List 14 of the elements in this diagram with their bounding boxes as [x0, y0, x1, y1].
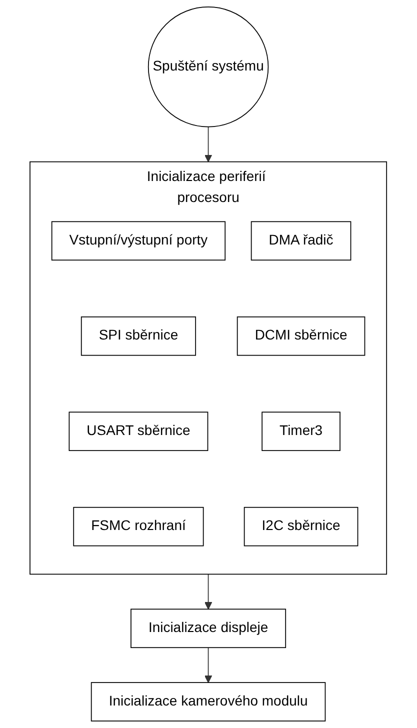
node-box: I2C sběrnice [244, 506, 358, 546]
node-box: Timer3 [262, 412, 341, 452]
node-circle: Spuštění systému [148, 6, 269, 128]
node-box: Inicializace kamerového modulu [91, 682, 326, 722]
node-box: Vstupní/výstupní porty [52, 221, 226, 261]
node-box: FSMC rozhraní [73, 506, 204, 546]
node-box: USART sběrnice [68, 412, 208, 452]
arrow [204, 647, 212, 683]
node-box: SPI sběrnice [81, 316, 196, 356]
node-box: Inicializace displeje [130, 608, 286, 648]
node-box: DCMI sběrnice [237, 316, 366, 356]
arrow [204, 126, 212, 162]
node-box: DMA řadič [251, 221, 352, 261]
arrow [204, 574, 212, 610]
